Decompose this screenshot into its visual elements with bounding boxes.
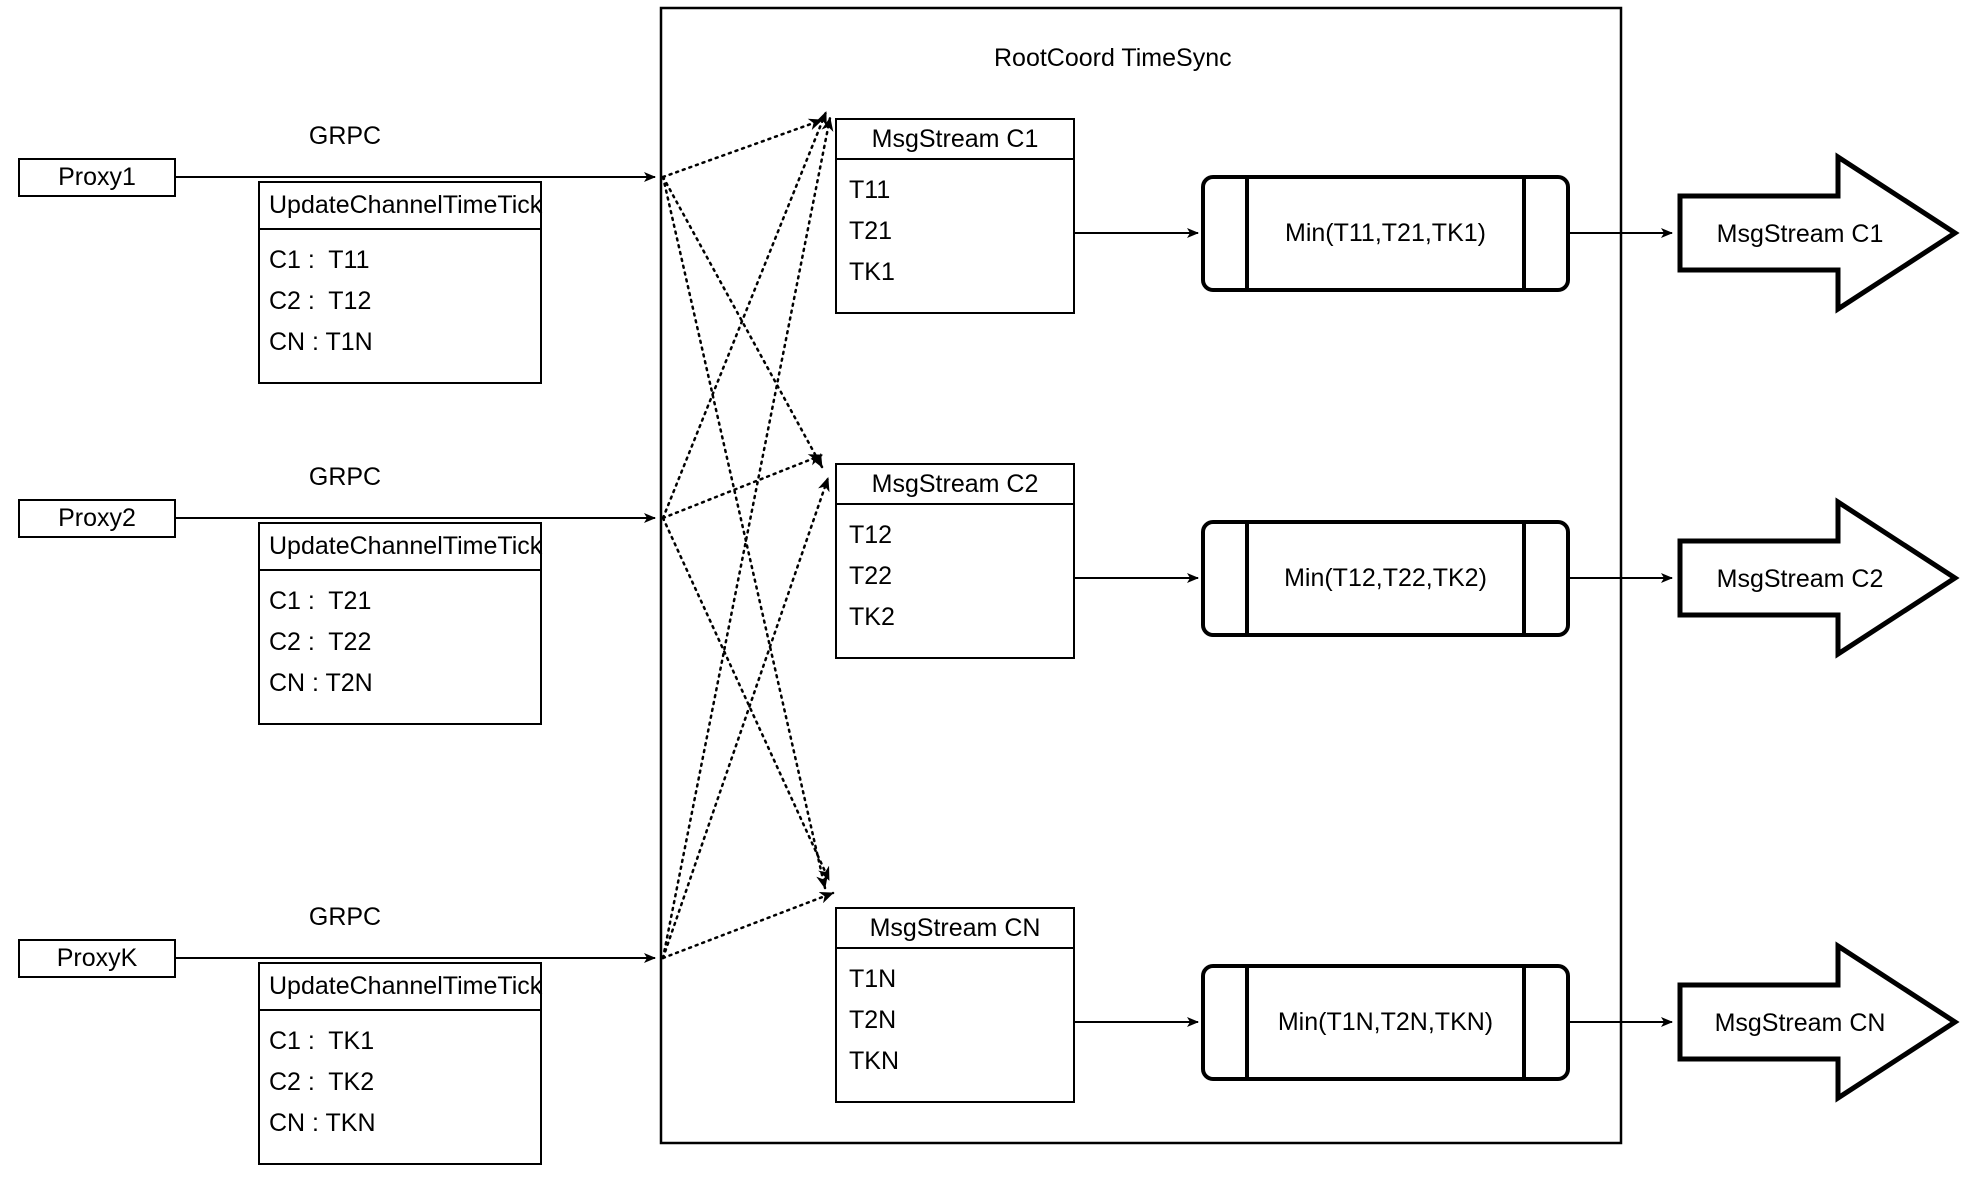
proxyk-box[interactable]: ProxyK <box>18 939 176 978</box>
proxyk-timetick-table[interactable]: UpdateChannelTimeTick C1 : TK1 C2 : TK2 … <box>258 962 542 1165</box>
min-label-c1: Min(T11,T21,TK1) <box>1285 219 1486 247</box>
table-row: C1 : T21 <box>269 587 372 615</box>
tick-flow-p1-cn <box>661 175 828 890</box>
process-bar-left <box>1245 520 1249 637</box>
grpc-label-proxyk: GRPC <box>308 903 382 931</box>
list-item: TK1 <box>849 258 895 286</box>
min-label-cn: Min(T1N,T2N,TKN) <box>1277 1008 1494 1036</box>
proxy2-box[interactable]: Proxy2 <box>18 499 176 538</box>
proxy1-table-title: UpdateChannelTimeTick <box>260 183 542 230</box>
table-row: C2 : T12 <box>269 287 372 315</box>
proxyk-table-body: C1 : TK1 C2 : TK2 CN : TKN <box>260 1011 540 1163</box>
proxy1-timetick-table[interactable]: UpdateChannelTimeTick C1 : T11 C2 : T12 … <box>258 181 542 384</box>
msgstream-c1-body: T11 T21 TK1 <box>837 160 1073 312</box>
tick-flow-pk-c2 <box>661 476 830 960</box>
table-row: CN : TKN <box>269 1109 376 1137</box>
table-row: C2 : TK2 <box>269 1068 375 1096</box>
rootcoord-timesync-title: RootCoord TimeSync <box>994 44 1232 72</box>
process-bar-left <box>1245 175 1249 292</box>
min-process-c2[interactable]: Min(T12,T22,TK2) <box>1201 520 1570 637</box>
proxy2-label: Proxy2 <box>58 504 136 532</box>
tick-flow-p2-cn <box>661 516 831 882</box>
proxy2-timetick-table[interactable]: UpdateChannelTimeTick C1 : T21 C2 : T22 … <box>258 522 542 725</box>
proxy1-label: Proxy1 <box>58 163 136 191</box>
msgstream-cn-body: T1N T2N TKN <box>837 949 1073 1101</box>
output-msgstream-c1-label: MsgStream C1 <box>1716 220 1884 248</box>
tick-flow-pk-c1 <box>661 116 834 960</box>
tick-flow-p2-c1 <box>661 110 828 520</box>
msgstream-c2-title: MsgStream C2 <box>837 465 1073 505</box>
tick-flow-p1-c2 <box>661 175 824 469</box>
tick-flow-p1-c1 <box>661 118 824 179</box>
process-bar-right <box>1522 175 1526 292</box>
list-item: TKN <box>849 1047 899 1075</box>
list-item: T2N <box>849 1006 897 1034</box>
table-row: CN : T1N <box>269 328 373 356</box>
process-bar-right <box>1522 520 1526 637</box>
min-label-c2: Min(T12,T22,TK2) <box>1284 564 1487 592</box>
proxyk-label: ProxyK <box>56 944 138 972</box>
proxy1-table-body: C1 : T11 C2 : T12 CN : T1N <box>260 230 540 382</box>
tick-flow-pk-cn <box>661 891 835 960</box>
grpc-label-proxy1: GRPC <box>308 122 382 150</box>
tick-flow-p2-c2 <box>661 453 824 520</box>
min-process-cn[interactable]: Min(T1N,T2N,TKN) <box>1201 964 1570 1081</box>
proxy2-table-body: C1 : T21 C2 : T22 CN : T2N <box>260 571 540 723</box>
list-item: T11 <box>849 176 891 204</box>
msgstream-cn-title: MsgStream CN <box>837 909 1073 949</box>
list-item: T22 <box>849 562 893 590</box>
list-item: TK2 <box>849 603 895 631</box>
output-msgstream-c2-label: MsgStream C2 <box>1716 565 1884 593</box>
list-item: T12 <box>849 521 893 549</box>
list-item: T1N <box>849 965 897 993</box>
msgstream-c2-body: T12 T22 TK2 <box>837 505 1073 657</box>
table-row: C2 : T22 <box>269 628 372 656</box>
msgstream-cn-box[interactable]: MsgStream CN T1N T2N TKN <box>835 907 1075 1103</box>
msgstream-c1-title: MsgStream C1 <box>837 120 1073 160</box>
list-item: T21 <box>849 217 893 245</box>
output-msgstream-cn-label: MsgStream CN <box>1714 1009 1886 1037</box>
msgstream-c1-box[interactable]: MsgStream C1 T11 T21 TK1 <box>835 118 1075 314</box>
process-bar-right <box>1522 964 1526 1081</box>
table-row: C1 : TK1 <box>269 1027 375 1055</box>
process-bar-left <box>1245 964 1249 1081</box>
table-row: CN : T2N <box>269 669 373 697</box>
min-process-c1[interactable]: Min(T11,T21,TK1) <box>1201 175 1570 292</box>
proxy1-box[interactable]: Proxy1 <box>18 158 176 197</box>
grpc-label-proxy2: GRPC <box>308 463 382 491</box>
table-row: C1 : T11 <box>269 246 370 274</box>
proxy2-table-title: UpdateChannelTimeTick <box>260 524 542 571</box>
proxyk-table-title: UpdateChannelTimeTick <box>260 964 542 1011</box>
msgstream-c2-box[interactable]: MsgStream C2 T12 T22 TK2 <box>835 463 1075 659</box>
